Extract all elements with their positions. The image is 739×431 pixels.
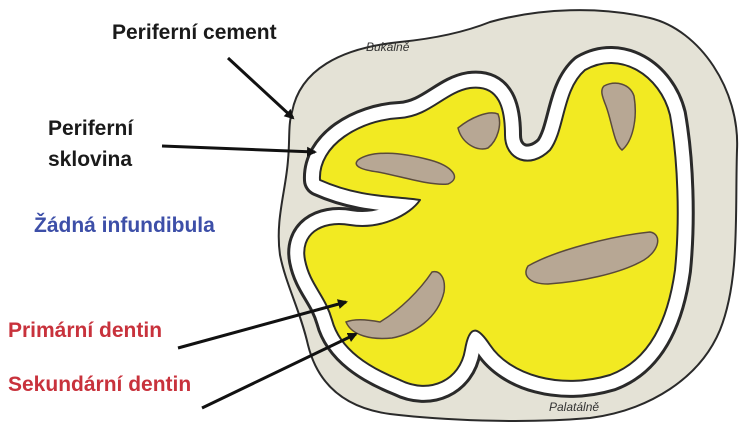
label-secondary-dentin: Sekundární dentin [8,372,191,398]
arrow-peripheral-cement [228,58,293,118]
label-primary-dentin: Primární dentin [8,318,162,344]
label-palatal: Palatálně [549,400,599,414]
label-no-infundibula: Žádná infundibula [34,213,215,239]
label-peripheral-cement: Periferní cement [112,20,277,46]
label-peripheral-enamel-line2: sklovina [48,147,132,173]
label-buccal: Bukálně [366,40,409,54]
label-peripheral-enamel-line1: Periferní [48,116,133,142]
